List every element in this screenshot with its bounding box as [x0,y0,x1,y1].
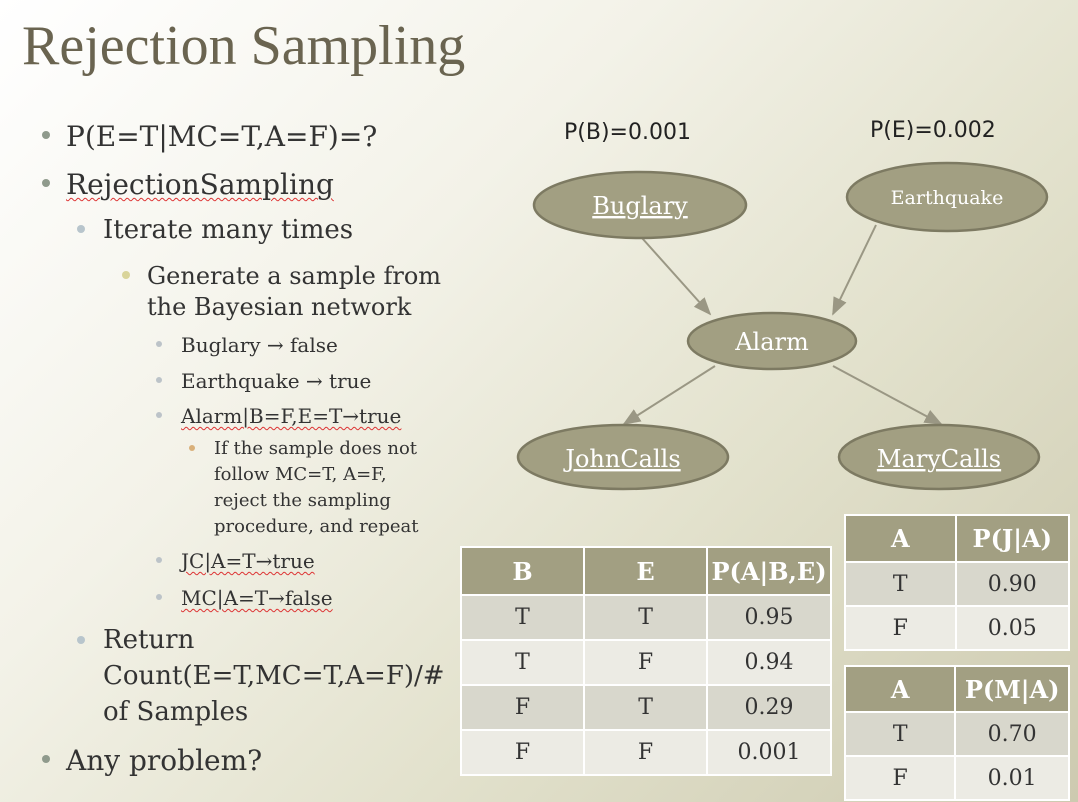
table-row: F 0.01 [843,755,1070,801]
table-row: F T 0.29 [459,684,832,731]
reject-note: If the sample does not follow MC=T, A=F,… [189,436,444,540]
node-burglary-label: Buglary [592,192,688,220]
bullet-return-text: Return Count(E=T,MC=T,A=F)/# of Samples [103,625,445,727]
table-cell: 0.95 [706,594,832,641]
table-cell: 0.001 [706,729,832,776]
table-cell: 0.01 [954,755,1070,801]
table-header-cell: B [459,546,586,596]
bullet-dot [42,755,50,763]
bullet-method-text: RejectionSampling [66,168,334,201]
table-header-cell: P(A|B,E) [706,546,832,596]
bullet-query: P(E=T|MC=T,A=F)=? [42,120,378,153]
prior-burglary: P(B)=0.001 [564,120,691,145]
table-cell: F [459,729,586,776]
table-row: F 0.05 [844,605,1071,651]
node-earthquake-label: Earthquake [891,187,1004,209]
step-alarm-text: Alarm|B=F,E=T→true [181,404,402,428]
table-cell: T [459,639,586,686]
step-earthquake-text: Earthquake → true [181,369,372,393]
bullet-query-text: P(E=T|MC=T,A=F)=? [66,120,378,153]
table-cell: T [459,594,586,641]
table-header-cell: E [583,546,709,596]
table-cell: 0.90 [954,561,1071,607]
node-burglary: Buglary [532,170,748,240]
table-row: T T 0.95 [459,594,832,641]
reject-note-text: If the sample does not follow MC=T, A=F,… [214,438,419,537]
table-alarm-cpt: B E P(A|B,E) T T 0.95 T F 0.94 F T 0.29 … [459,546,832,776]
table-cell: F [843,755,957,801]
table-header-row: A P(J|A) [844,514,1071,563]
bullet-generate-text: Generate a sample from the Bayesian netw… [147,262,442,321]
prior-earthquake: P(E)=0.002 [870,118,996,143]
table-cell: F [583,639,709,686]
table-cell: 0.05 [954,605,1071,651]
bullet-dot [42,131,50,139]
table-cell: F [844,605,957,651]
step-burglary-text: Buglary → false [181,333,338,357]
edge-burglary-alarm [641,237,712,316]
bullet-generate: Generate a sample from the Bayesian netw… [122,261,447,323]
bullet-dot [77,636,85,644]
bullet-dot [42,179,50,187]
bullet-problem: Any problem? [42,744,263,777]
table-cell: T [583,594,709,641]
table-header-cell: A [844,514,957,563]
step-marycalls-text: MC|A=T→false [181,586,333,610]
table-header-cell: P(J|A) [954,514,1071,563]
step-alarm: Alarm|B=F,E=T→true [156,404,402,428]
table-row: T F 0.94 [459,639,832,686]
bullet-dot [189,445,195,451]
slide-title: Rejection Sampling [22,15,466,77]
bullet-problem-text: Any problem? [66,744,263,777]
edge-alarm-johncalls [622,365,716,425]
step-earthquake: Earthquake → true [156,369,372,393]
edge-alarm-marycalls [832,365,943,425]
table-cell: F [459,684,586,731]
edge-earthquake-alarm [832,224,877,316]
bullet-dot [156,594,162,600]
node-alarm: Alarm [686,311,858,371]
node-earthquake: Earthquake [845,161,1049,233]
bullet-iterate-text: Iterate many times [103,215,354,245]
table-row: T 0.70 [843,711,1070,757]
table-row: F F 0.001 [459,729,832,776]
bullet-dot [156,557,162,563]
node-johncalls-label: JohnCalls [562,445,680,473]
table-johncalls-cpt: A P(J|A) T 0.90 F 0.05 [844,514,1071,651]
table-cell: 0.94 [706,639,832,686]
step-johncalls-text: JC|A=T→true [181,549,315,573]
step-johncalls: JC|A=T→true [156,549,315,573]
node-alarm-label: Alarm [734,328,809,356]
bullet-dot [156,412,162,418]
step-burglary: Buglary → false [156,333,338,357]
node-marycalls-label: MaryCalls [877,445,1001,473]
table-cell: T [844,561,957,607]
table-cell: 0.29 [706,684,832,731]
bullet-dot [77,225,85,233]
table-cell: T [843,711,957,757]
bullet-dot [156,377,162,383]
table-marycalls-cpt: A P(M|A) T 0.70 F 0.01 [843,665,1070,801]
node-johncalls: JohnCalls [516,423,730,491]
table-cell: 0.70 [954,711,1070,757]
bullet-return: Return Count(E=T,MC=T,A=F)/# of Samples [77,622,445,730]
table-cell: F [583,729,709,776]
table-header-cell: A [843,665,957,713]
bullet-dot [156,341,162,347]
table-header-cell: P(M|A) [954,665,1070,713]
bullet-dot [122,271,130,279]
node-marycalls: MaryCalls [837,423,1041,491]
bullet-iterate: Iterate many times [77,215,354,245]
table-row: T 0.90 [844,561,1071,607]
table-header-row: A P(M|A) [843,665,1070,713]
table-cell: T [583,684,709,731]
step-marycalls: MC|A=T→false [156,586,333,610]
table-header-row: B E P(A|B,E) [459,546,832,596]
bullet-method: RejectionSampling [42,168,334,201]
